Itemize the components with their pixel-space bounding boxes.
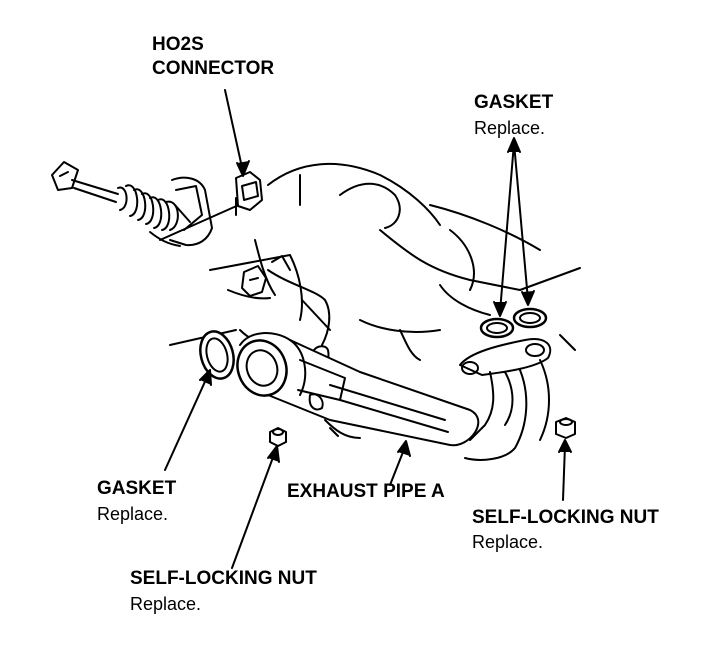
nut-bottom-note: Replace. <box>130 594 202 614</box>
gasket-top-shapes <box>479 307 548 339</box>
gasket-left-label: GASKET <box>97 478 177 499</box>
ho2s-connector-shape <box>235 171 263 216</box>
gasket-left-note: Replace. <box>97 504 169 524</box>
ho2s-label-line1: HO2S <box>152 34 204 55</box>
leader-arrows <box>164 89 572 569</box>
nut-right-note: Replace. <box>472 532 544 552</box>
oxygen-sensor <box>241 255 331 366</box>
exhaust-bracket <box>149 176 213 247</box>
nut-right-label: SELF-LOCKING NUT <box>472 507 659 528</box>
gasket-top-label: GASKET <box>474 92 554 113</box>
pipe-flange-right <box>459 338 552 461</box>
bolt-spring-assembly <box>51 161 191 231</box>
gasket-left-shape <box>199 330 235 380</box>
nut-shapes <box>269 417 576 447</box>
exhaust-pipe-body <box>236 332 480 447</box>
exhaust-pipe-label: EXHAUST PIPE A <box>287 481 445 502</box>
engine-outline <box>159 162 581 361</box>
ho2s-label-line2: CONNECTOR <box>152 58 275 79</box>
gasket-top-note: Replace. <box>474 118 546 138</box>
nut-bottom-label: SELF-LOCKING NUT <box>130 568 317 589</box>
